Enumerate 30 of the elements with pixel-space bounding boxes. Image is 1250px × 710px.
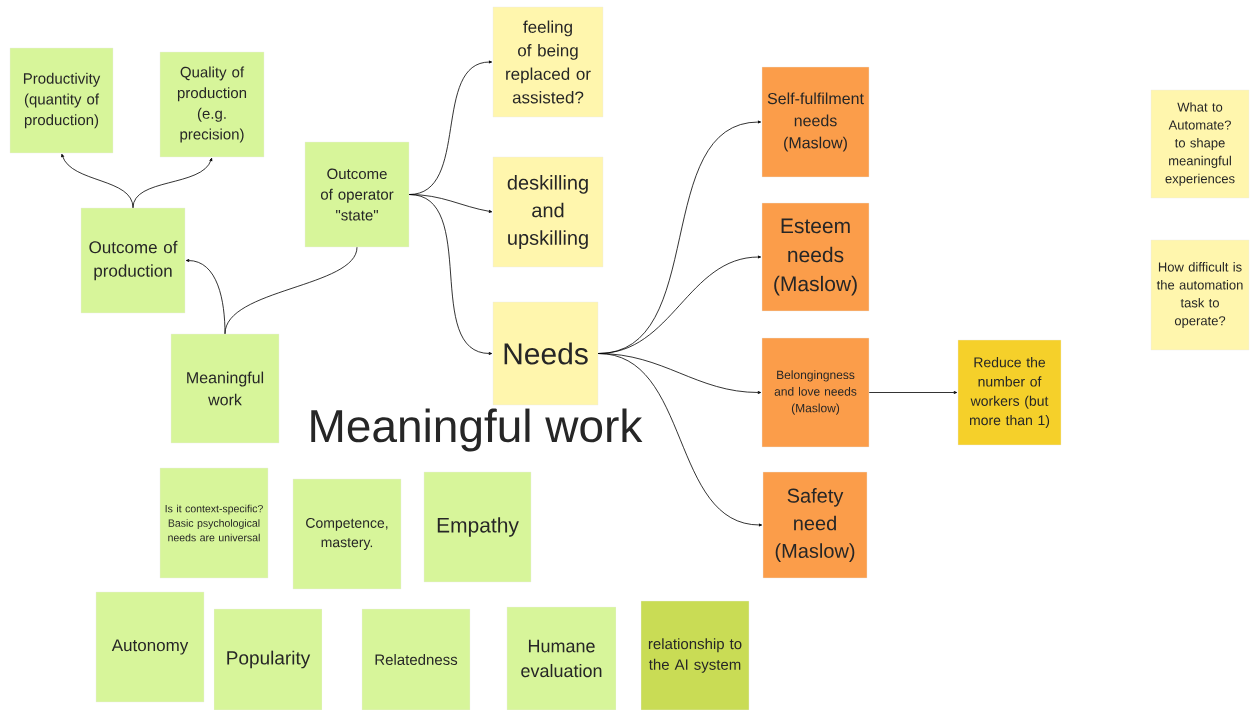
sticky-note: Safety need (Maslow)	[762, 471, 868, 579]
sticky-note: Relatedness	[361, 608, 471, 710]
arrow	[185, 259, 226, 335]
question-note: Is it context-specific? Basic psychological needs are universal	[159, 467, 269, 579]
sticky-note: Meaningful work	[170, 333, 280, 444]
sticky-note: Esteem needs (Maslow)	[761, 202, 870, 312]
sticky-note: Autonomy	[95, 591, 205, 703]
sticky-note: Reduce the number of workers (but more than 1)	[957, 339, 1062, 446]
sticky-note: Belongingness and love needs (Maslow)	[761, 337, 870, 448]
arrow	[132, 157, 213, 209]
sticky-note: Outcome of operator "state"	[304, 141, 410, 248]
sticky-note: Self-fulfilment needs (Maslow)	[761, 66, 870, 178]
arrow	[408, 194, 493, 355]
sticky-note: Needs	[492, 301, 599, 406]
sticky-note: deskilling and upskilling	[492, 156, 604, 268]
arrow	[597, 353, 763, 527]
arrow	[61, 153, 134, 209]
title: Meaningful work	[311, 408, 643, 452]
arrow	[868, 391, 958, 394]
sticky-note: Productivity (quantity of production)	[9, 47, 114, 154]
sticky-note: Quality of production (e.g. precision)	[159, 51, 265, 158]
sticky-note: Outcome of production	[80, 207, 186, 314]
sticky-note: Humane evaluation	[506, 606, 617, 710]
sticky-note: relationship to the AI system	[640, 600, 750, 710]
question-note: What to Automate? to shape meaningful experiences	[1150, 89, 1250, 199]
question-note: How difficult is the automation task to operate?	[1150, 239, 1250, 351]
question-note: feeling of being replaced or assisted?	[492, 6, 604, 118]
sticky-note: Competence, mastery.	[292, 478, 402, 590]
sticky-note: Empathy	[423, 471, 532, 583]
sticky-note: Popularity	[213, 608, 323, 710]
